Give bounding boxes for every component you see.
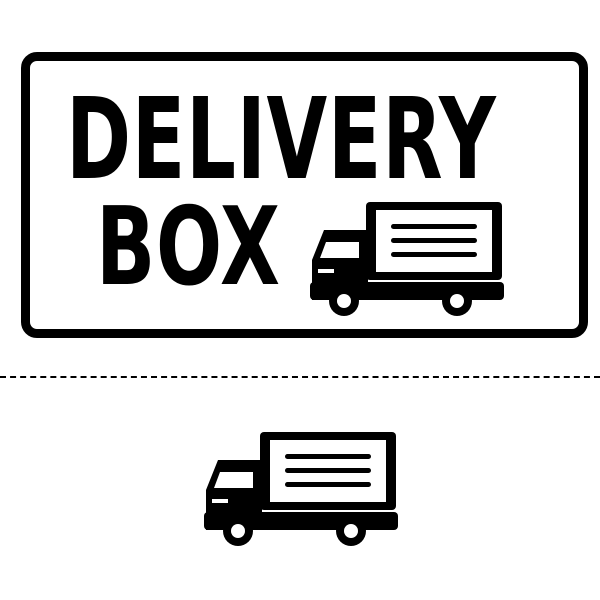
sign-title-line-2: BOX: [96, 185, 281, 310]
sign-title-line-1: DELIVERY: [66, 75, 497, 205]
delivery-truck-icon-standalone: [204, 432, 398, 546]
dashed-cut-line: [0, 376, 600, 378]
delivery-truck-icon: [310, 202, 504, 316]
delivery-box-sign: [21, 52, 588, 338]
